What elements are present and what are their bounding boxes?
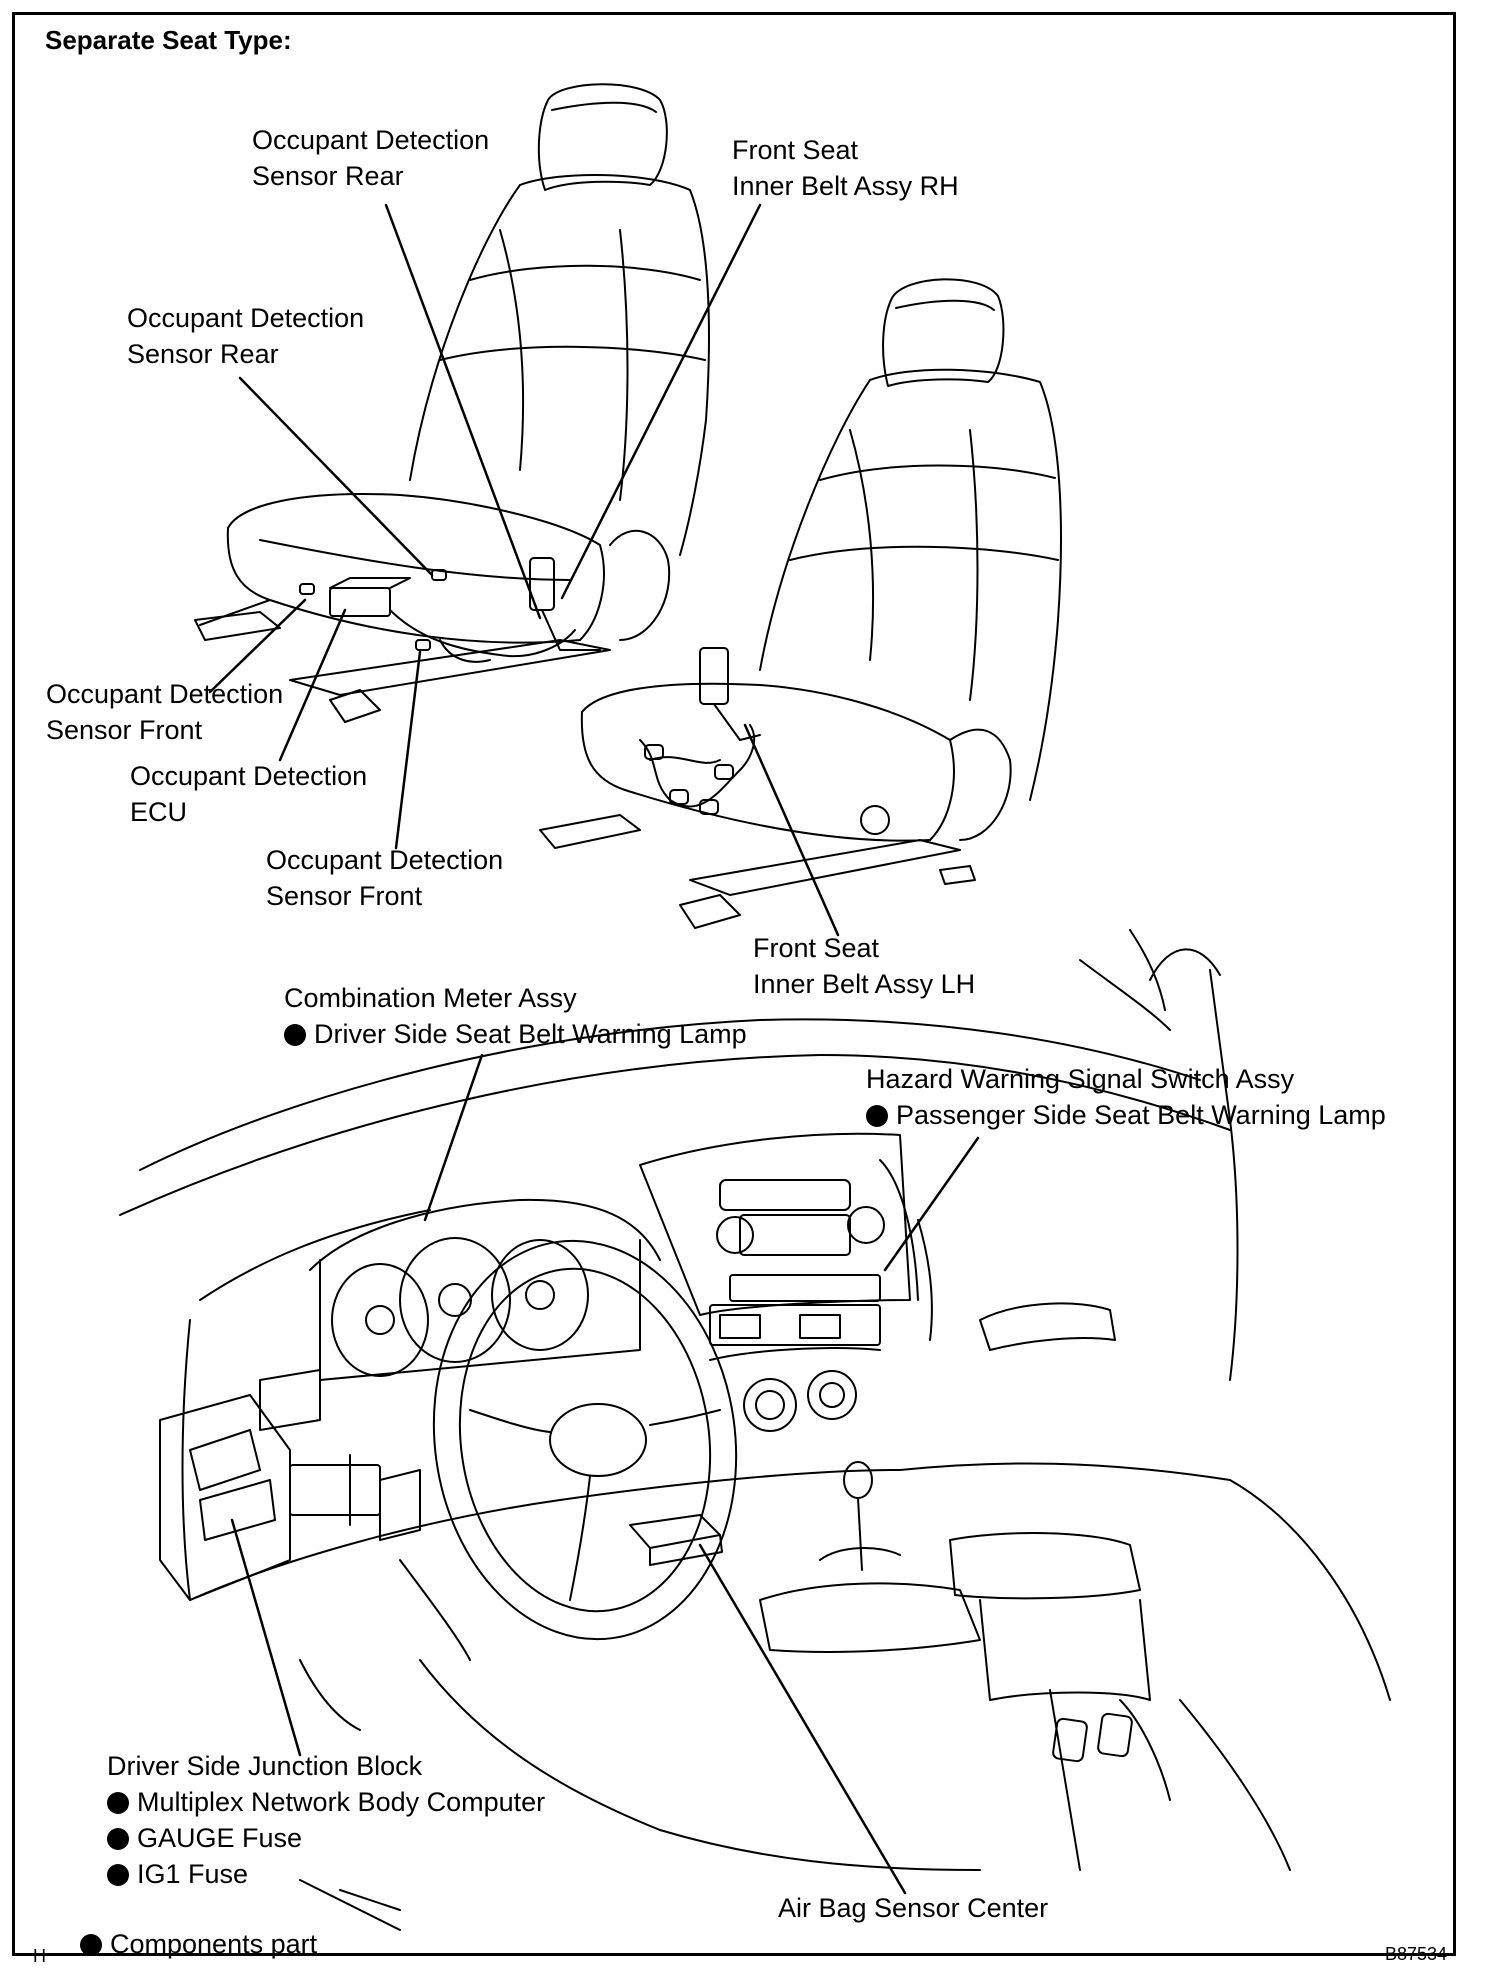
label-line: Occupant Detection <box>46 679 284 709</box>
leader-front-seat-rh <box>560 203 762 600</box>
label-occupant-detection-sensor-rear-lower: Occupant Detection Sensor Rear <box>127 300 364 372</box>
component-bullet-icon <box>284 1024 306 1046</box>
label-line: Hazard Warning Signal Switch Assy <box>866 1064 1295 1094</box>
diagram-frame <box>12 12 1456 1956</box>
label-line-bulleted: Driver Side Seat Belt Warning Lamp <box>284 1016 747 1052</box>
component-bullet-icon <box>107 1828 129 1850</box>
label-line: Sensor Front <box>46 715 203 745</box>
footer-figure-code: B87534 <box>1385 1944 1448 1964</box>
label-line: Sensor Front <box>266 881 423 911</box>
label-line: Inner Belt Assy LH <box>753 969 976 999</box>
label-occupant-detection-sensor-front-left: Occupant Detection Sensor Front <box>46 676 283 748</box>
leader-hazard-switch <box>883 1136 980 1272</box>
label-line: Front Seat <box>753 933 880 963</box>
label-combination-meter-assy: Combination Meter Assy Driver Side Seat … <box>284 980 747 1052</box>
label-front-seat-inner-belt-rh: Front Seat Inner Belt Assy RH <box>732 132 959 204</box>
label-line: Occupant Detection <box>266 845 504 875</box>
label-occupant-detection-sensor-rear-upper: Occupant Detection Sensor Rear <box>252 122 489 194</box>
label-text: Multiplex Network Body Computer <box>137 1787 546 1817</box>
label-text: Driver Side Seat Belt Warning Lamp <box>314 1019 747 1049</box>
leader-occ-ecu <box>278 608 347 762</box>
label-line: Occupant Detection <box>127 303 365 333</box>
component-bullet-icon <box>80 1934 102 1956</box>
label-line: Driver Side Junction Block <box>107 1751 423 1781</box>
leader-front-seat-lh <box>743 723 840 937</box>
component-bullet-icon <box>107 1792 129 1814</box>
leader-combo-meter <box>423 1053 484 1222</box>
label-text: Passenger Side Seat Belt Warning Lamp <box>896 1100 1386 1130</box>
component-bullet-icon <box>866 1105 888 1127</box>
label-text: GAUGE Fuse <box>137 1823 303 1853</box>
component-bullet-icon <box>107 1864 129 1886</box>
leader-lines <box>208 203 980 1895</box>
label-driver-side-junction-block: Driver Side Junction Block Multiplex Net… <box>107 1748 545 1892</box>
leader-junction-block <box>230 1518 302 1757</box>
dashboard-illustration <box>119 929 1391 1931</box>
label-line: Combination Meter Assy <box>284 983 577 1013</box>
leader-occ-sensor-rear-1 <box>384 203 542 620</box>
label-line: Front Seat <box>732 135 859 165</box>
label-occupant-detection-sensor-front-right: Occupant Detection Sensor Front <box>266 842 503 914</box>
label-occupant-detection-ecu: Occupant Detection ECU <box>130 758 367 830</box>
legend-text: Components part <box>110 1929 318 1959</box>
label-front-seat-inner-belt-lh: Front Seat Inner Belt Assy LH <box>753 930 975 1002</box>
legend-components-part: Components part <box>80 1926 317 1962</box>
label-line: Occupant Detection <box>130 761 368 791</box>
label-text: IG1 Fuse <box>137 1859 249 1889</box>
label-line-bulleted: GAUGE Fuse <box>107 1820 545 1856</box>
footer-left-code: H <box>33 1946 46 1966</box>
leader-occ-sensor-front-2 <box>394 650 422 850</box>
label-line-bulleted: Passenger Side Seat Belt Warning Lamp <box>866 1097 1386 1133</box>
right-seat-illustration <box>539 278 1062 929</box>
leader-airbag-sensor <box>698 1543 907 1895</box>
diagram-title: Separate Seat Type: <box>45 25 292 55</box>
leader-occ-sensor-front-1 <box>208 598 307 694</box>
label-hazard-warning-switch-assy: Hazard Warning Signal Switch Assy Passen… <box>866 1061 1386 1133</box>
left-seat-illustration <box>194 83 710 723</box>
label-line-bulleted: Multiplex Network Body Computer <box>107 1784 545 1820</box>
label-line: ECU <box>130 797 188 827</box>
label-line: Inner Belt Assy RH <box>732 171 959 201</box>
label-line: Sensor Rear <box>127 339 279 369</box>
leader-occ-sensor-rear-2 <box>238 376 434 577</box>
label-air-bag-sensor-center: Air Bag Sensor Center <box>778 1893 1049 1923</box>
label-line: Sensor Rear <box>252 161 404 191</box>
label-line: Occupant Detection <box>252 125 490 155</box>
label-line-bulleted: IG1 Fuse <box>107 1856 545 1892</box>
